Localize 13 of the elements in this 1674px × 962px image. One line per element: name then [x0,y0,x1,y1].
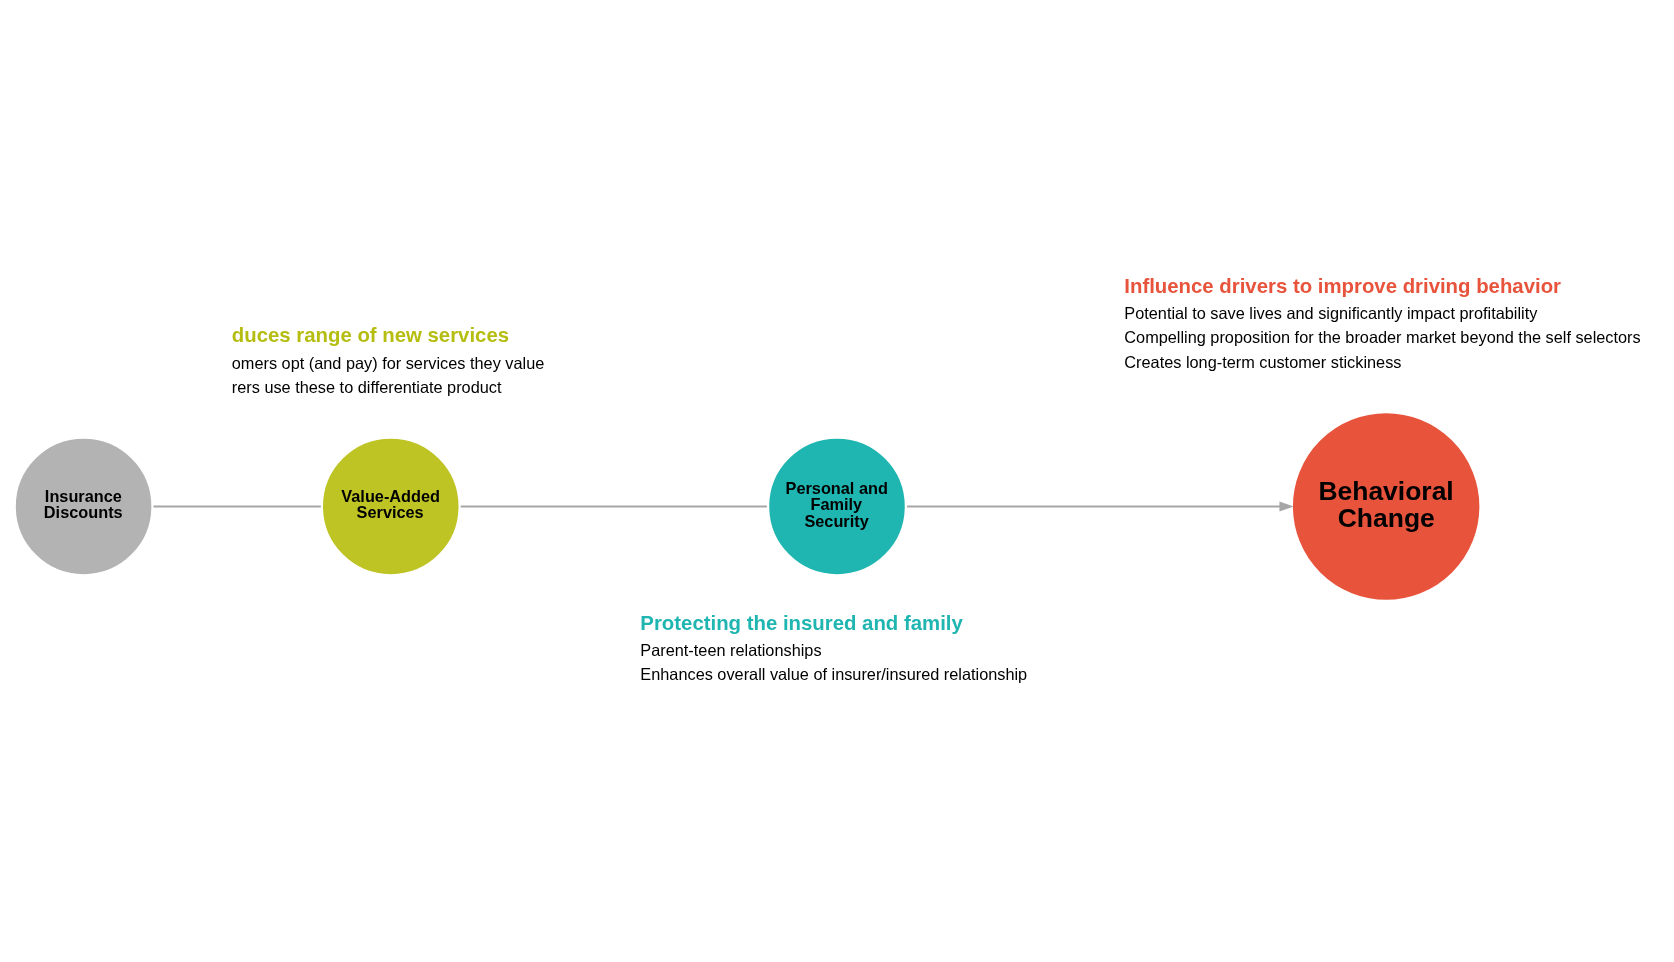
node-label: Parent-teen relationships [640,640,822,659]
node-label: Protecting the insured and family [640,611,963,634]
node-label: omers opt (and pay) for services they value [231,353,545,372]
arrow [907,500,1294,511]
node-label: Compelling proposition for the broader market beyond the self selectors [1124,327,1641,346]
node-label: Influence drivers to improve driving behavior [1124,274,1562,297]
node-label: Enhances overall value of insurer/insured relationship [640,664,1028,683]
connector [460,504,767,507]
connector [153,504,321,507]
node-label: rers use these to differentiate product [231,377,502,396]
node-label: Creates long-term customer stickiness [1124,352,1402,371]
node-label: duces range of new services [231,323,510,346]
node-label: Potential to save lives and significantly impact profitability [1124,303,1538,322]
